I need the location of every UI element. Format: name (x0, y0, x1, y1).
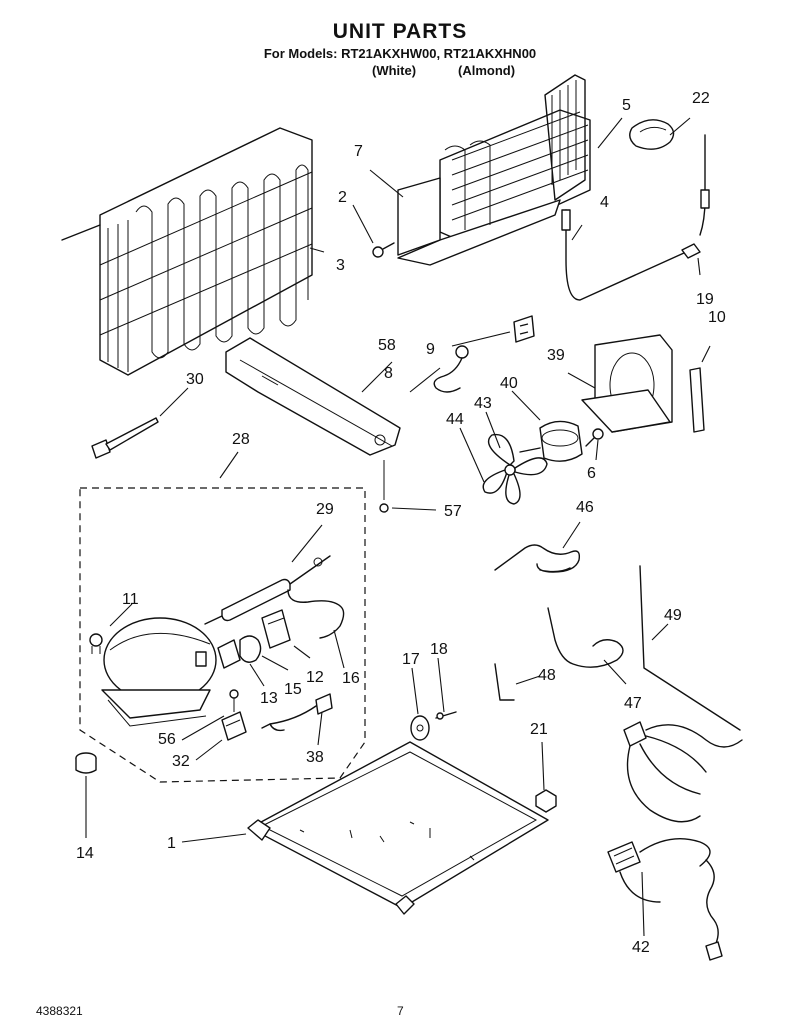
part-fan-motor (519, 420, 583, 462)
part-cable-tie (91, 417, 159, 459)
leader-lines (85, 117, 711, 937)
page-title: UNIT PARTS (332, 20, 468, 43)
callout-39: 39 (547, 347, 565, 364)
part-wire-8 (433, 345, 469, 393)
variant-almond: (Almond) (458, 63, 516, 78)
callout-8: 8 (384, 365, 393, 382)
callout-6: 6 (587, 465, 596, 482)
models-line: For Models: RT21AKXHW00, RT21AKXHN00 (263, 46, 537, 61)
callout-21: 21 (530, 721, 548, 738)
part-tube-48 (494, 663, 515, 701)
part-tube-46 (494, 544, 581, 573)
callout-32: 32 (172, 753, 190, 770)
callout-1: 1 (167, 835, 176, 852)
part-strip (689, 367, 705, 433)
callout-5: 5 (622, 97, 631, 114)
part-screw-57 (379, 460, 389, 513)
callout-19: 19 (696, 291, 714, 308)
part-duct (225, 337, 401, 456)
part-tube-47 (547, 607, 624, 668)
callout-58: 58 (378, 337, 396, 354)
document-number: 4388321 (36, 1004, 83, 1018)
callout-29: 29 (316, 501, 334, 518)
callout-38: 38 (306, 749, 324, 766)
callout-43: 43 (474, 395, 492, 412)
callout-10: 10 (708, 309, 726, 326)
callout-15: 15 (284, 681, 302, 698)
part-tube-16 (287, 589, 345, 639)
part-fan-shroud (581, 334, 673, 433)
part-base-pan (247, 741, 549, 915)
callout-44: 44 (446, 411, 464, 428)
part-fan-blade (482, 433, 548, 505)
part-evaporator (397, 74, 591, 266)
callout-9: 9 (426, 341, 435, 358)
callout-46: 46 (576, 499, 594, 516)
part-wheel (410, 711, 457, 741)
part-bracket-9 (513, 315, 535, 343)
callout-22: 22 (692, 90, 710, 107)
callout-30: 30 (186, 371, 204, 388)
callout-49: 49 (664, 607, 682, 624)
callout-7: 7 (354, 143, 363, 160)
callout-28: 28 (232, 431, 250, 448)
callout-18: 18 (430, 641, 448, 658)
compressor-group-outline (79, 487, 366, 783)
part-thermostat-tube (561, 134, 710, 301)
callout-12: 12 (306, 669, 324, 686)
callout-17: 17 (402, 651, 420, 668)
callout-3: 3 (336, 257, 345, 274)
callout-56: 56 (158, 731, 176, 748)
part-cap (629, 119, 675, 150)
callout-13: 13 (260, 690, 278, 707)
callout-40: 40 (500, 375, 518, 392)
part-compressor (101, 617, 217, 727)
callout-57: 57 (444, 503, 462, 520)
page-number: 7 (397, 1004, 404, 1018)
callout-11: 11 (122, 591, 139, 608)
part-foot (75, 752, 97, 774)
part-drier (204, 555, 331, 625)
callout-4: 4 (600, 194, 609, 211)
part-nut (535, 789, 557, 813)
callout-47: 47 (624, 695, 642, 712)
part-condenser (61, 127, 313, 376)
part-grommet-11 (89, 633, 103, 654)
callout-2: 2 (338, 189, 347, 206)
part-screw-2 (372, 242, 395, 258)
part-relay-group (217, 609, 291, 669)
callout-labels: 1 2 3 4 5 6 7 8 9 10 11 12 13 14 15 16 1… (76, 90, 726, 956)
part-tube-49 (639, 565, 741, 731)
callout-42: 42 (632, 939, 650, 956)
part-screw-6 (585, 428, 604, 447)
variant-white: (White) (372, 63, 417, 78)
callout-16: 16 (342, 670, 360, 687)
part-overload (221, 689, 247, 741)
callout-14: 14 (76, 845, 94, 862)
part-wire-38 (261, 693, 333, 732)
callout-48: 48 (538, 667, 556, 684)
part-wiring-harness (607, 721, 743, 961)
